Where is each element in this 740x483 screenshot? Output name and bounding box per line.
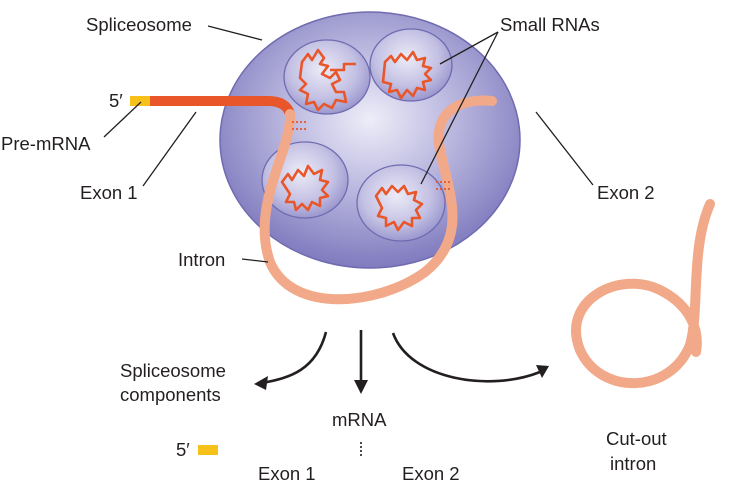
arrowhead-mrna — [354, 380, 368, 394]
label-exon1-top: Exon 1 — [80, 182, 138, 203]
small-rna-subunit-top-left — [283, 39, 371, 115]
label-mrna: mRNA — [332, 409, 387, 430]
label-five-prime-bottom: 5′ — [176, 439, 190, 460]
label-intron: Intron — [178, 249, 225, 270]
label-small-rnas: Small RNAs — [500, 14, 600, 35]
label-pre-mrna: Pre-mRNA — [1, 133, 91, 154]
arrowhead-intron — [536, 365, 549, 378]
label-cutout-1: Cut-out — [606, 428, 667, 449]
arrowhead-components — [254, 376, 268, 390]
five-prime-cap-top — [130, 96, 150, 106]
label-cutout-2: intron — [610, 453, 656, 474]
label-exon2-top: Exon 2 — [597, 182, 655, 203]
leader-small-rnas-1 — [439, 31, 499, 65]
cut-out-intron-lariat — [571, 199, 715, 389]
label-five-prime-top: 5′ — [109, 90, 123, 111]
label-exon2-bottom: Exon 2 — [402, 463, 460, 483]
leader-intron — [241, 258, 269, 263]
leader-exon1 — [142, 111, 197, 187]
label-spliceosome: Spliceosome — [86, 14, 192, 35]
label-spliceosome-components-1: Spliceosome — [120, 360, 226, 381]
small-rna-subunit-top-right — [369, 28, 453, 102]
small-rna-subunit-bottom-right — [356, 164, 446, 242]
five-prime-cap-bottom — [198, 445, 218, 455]
leader-small-rnas-2 — [420, 31, 499, 185]
arrow-to-components — [261, 331, 328, 385]
leader-spliceosome — [207, 25, 263, 41]
label-spliceosome-components-2: components — [120, 384, 221, 405]
leader-pre-mrna — [103, 101, 142, 138]
label-exon1-bottom: Exon 1 — [258, 463, 316, 483]
intron-loop — [259, 95, 497, 305]
arrow-to-intron — [391, 332, 541, 383]
leader-exon2 — [535, 111, 594, 186]
